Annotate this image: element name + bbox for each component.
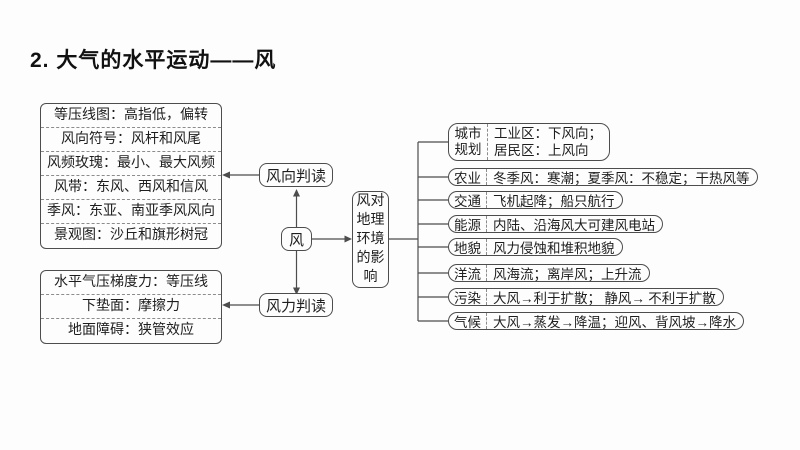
factor-item-surface: 下垫面：摩擦力 [41,295,221,319]
impact-content: 大风→蒸发→降温；迎风、背风坡→降水 [493,315,736,330]
impact-category: 能源 [449,216,487,233]
method-item-isobar: 等压线图：高指低，偏转 [41,104,221,128]
wind-force-factors-box: 水平气压梯度力：等压线 下垫面：摩擦力 地面障碍：狭管效应 [40,270,222,344]
impact-content-line: 居民区：上风向 [494,143,589,158]
factor-item-gradient: 水平气压梯度力：等压线 [41,271,221,295]
impact-content: 大风→利于扩散； 静风→ 不利于扩散 [493,291,716,306]
impact-content: 风海流；离岸风；上升流 [493,267,642,282]
impact-category: 地貌 [449,239,487,256]
wind-node: 风 [281,227,312,251]
wind-force-node: 风力判读 [259,293,333,317]
factor-item-obstacle: 地面障碍：狭管效应 [68,323,194,338]
impact-content: 飞机起降；船只航行 [493,194,615,209]
impact-category: 污染 [449,289,487,306]
impact-category: 交通 [449,192,487,209]
impact-category: 农业 [449,169,487,186]
impact-content: 工业区：下风向； 居民区：上风向 [488,125,609,159]
impact-row-transport: 交通 飞机起降；船只航行 [448,191,623,209]
method-item-symbol: 风向符号：风杆和风尾 [41,128,221,152]
wind-direction-node: 风向判读 [259,163,333,187]
method-item-landscape: 景观图：沙丘和旗形树冠 [54,228,208,243]
impact-content: 冬季风：寒潮；夏季风：不稳定；干热风等 [493,171,750,186]
method-item-monsoon: 季风：东亚、南亚季风风向 [41,200,221,224]
impact-row-energy: 能源 内陆、沿海风大可建风电站 [448,215,663,233]
impact-row-landform: 地貌 风力侵蚀和堆积地貌 [448,238,623,256]
method-item-belts: 风带：东风、西风和信风 [41,176,221,200]
impact-row-ocean-current: 洋流 风海流；离岸风；上升流 [448,264,650,282]
impact-row-climate: 气候 大风→蒸发→降温；迎风、背风坡→降水 [448,312,744,330]
impact-category: 城市规划 [449,124,488,160]
impact-content-line: 工业区：下风向； [494,126,602,141]
impact-row-agriculture: 农业 冬季风：寒潮；夏季风：不稳定；干热风等 [448,168,758,186]
impact-row-pollution: 污染 大风→利于扩散； 静风→ 不利于扩散 [448,288,724,306]
wind-direction-methods-box: 等压线图：高指低，偏转 风向符号：风杆和风尾 风频玫瑰：最小、最大风频 风带：东… [40,103,222,249]
impact-node: 风对地理环境的影响 [352,191,389,288]
impact-category: 洋流 [449,265,487,282]
impact-row-city-planning: 城市规划 工业区：下风向； 居民区：上风向 [448,123,610,161]
impact-content: 风力侵蚀和堆积地貌 [493,241,615,256]
impact-content: 内陆、沿海风大可建风电站 [493,218,655,233]
slide-title: 2. 大气的水平运动——风 [30,49,277,72]
impact-category: 气候 [449,313,487,330]
method-item-rose: 风频玫瑰：最小、最大风频 [41,152,221,176]
